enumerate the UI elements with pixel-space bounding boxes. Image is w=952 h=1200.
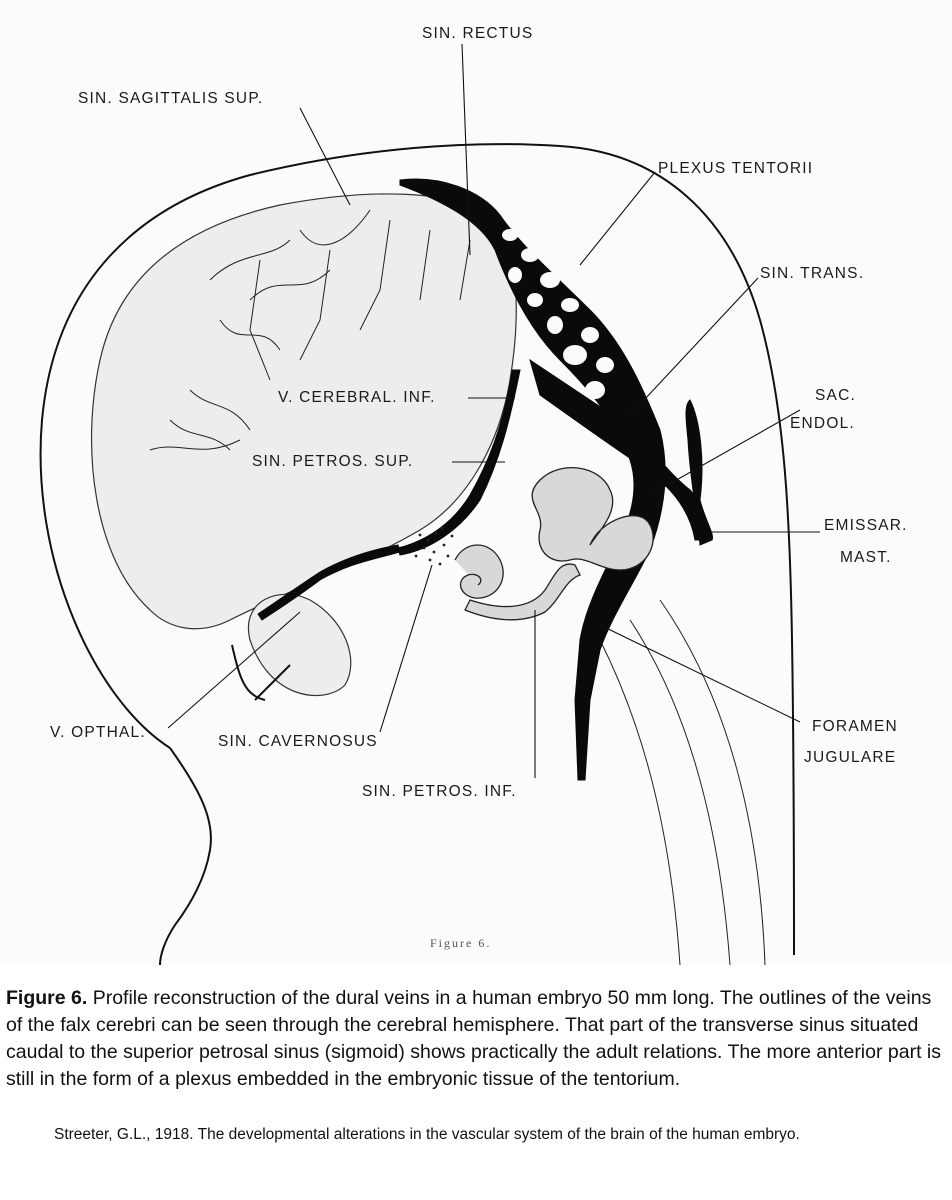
neck-line-2 <box>629 619 731 965</box>
dural-veins-illustration: SIN. RECTUS SIN. SAGITTALIS SUP. PLEXUS … <box>39 25 908 965</box>
label-endol: ENDOL. <box>790 415 855 432</box>
plexus-tentorii-mass <box>399 178 666 781</box>
reference-citation: Streeter, G.L., 1918. The developmental … <box>54 1126 800 1143</box>
label-emissar: EMISSAR. <box>824 517 908 534</box>
leader-sac-endol <box>649 409 801 496</box>
temporal-lobe <box>247 593 352 697</box>
leader-sin-trans <box>629 277 759 416</box>
emissary-mastoid <box>685 399 714 546</box>
label-v-opthal: V. OPTHAL. <box>50 724 146 741</box>
figure-caption: Figure 6. Profile reconstruction of the … <box>6 985 948 1093</box>
caption-lead: Figure 6. <box>6 987 88 1009</box>
label-sin-rectus: SIN. RECTUS <box>422 25 533 42</box>
label-sac: SAC. <box>815 387 856 404</box>
label-foramen: FORAMEN <box>812 718 898 735</box>
petrous-band <box>464 563 581 621</box>
label-sin-sagittalis-sup: SIN. SAGITTALIS SUP. <box>78 90 263 107</box>
cerebral-hemisphere <box>90 193 517 630</box>
label-sin-petros-sup: SIN. PETROS. SUP. <box>252 453 413 470</box>
label-sin-cavernosus: SIN. CAVERNOSUS <box>218 733 378 750</box>
neck-line-1 <box>599 639 681 965</box>
sinus-cavernosus-dots <box>414 526 454 566</box>
falx-vein-network <box>149 209 471 451</box>
leader-foramen <box>599 624 801 723</box>
label-jugulare: JUGULARE <box>804 749 896 766</box>
ophthalmic-vein <box>257 544 401 621</box>
label-sin-trans: SIN. TRANS. <box>760 265 864 282</box>
face-profile <box>159 747 212 965</box>
plate-number: Figure 6. <box>430 936 491 950</box>
plexus-holes <box>502 229 614 399</box>
leader-v-opthal <box>167 611 301 729</box>
anatomical-figure: SIN. RECTUS SIN. SAGITTALIS SUP. PLEXUS … <box>39 25 908 965</box>
caption-text: Profile reconstruction of the dural vein… <box>6 987 942 1090</box>
label-plexus-tentorii: PLEXUS TENTORII <box>658 160 813 177</box>
leader-plexus-tentorii <box>579 171 656 266</box>
label-mast: MAST. <box>840 549 892 566</box>
label-v-cerebral-inf: V. CEREBRAL. INF. <box>278 389 436 406</box>
leader-sin-sagittalis <box>299 107 351 206</box>
neck-line-3 <box>659 599 766 965</box>
leader-sin-rectus <box>461 43 471 256</box>
label-sin-petros-inf: SIN. PETROS. INF. <box>362 783 517 800</box>
cochlea <box>454 544 504 599</box>
leader-sin-cavernosus <box>379 564 433 733</box>
head-outline <box>39 143 795 956</box>
inner-ear-labyrinth <box>531 467 654 571</box>
ophthalmic-bracket <box>231 644 291 701</box>
